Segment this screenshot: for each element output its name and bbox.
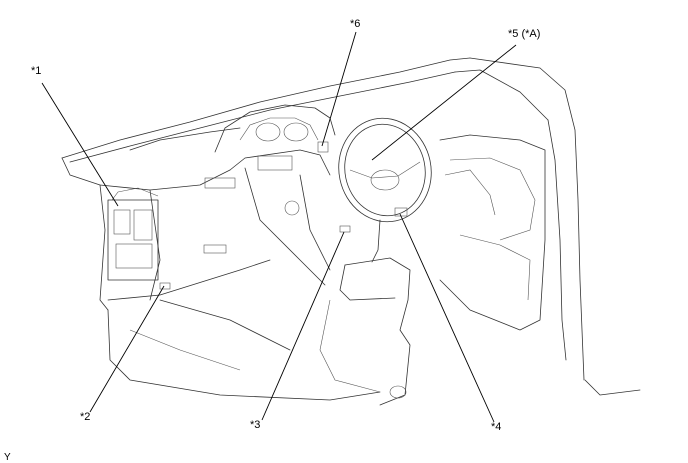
- callout-label-2: *2: [80, 411, 91, 423]
- callout-label-4: *4: [491, 421, 502, 433]
- callout-label-3: *3: [250, 419, 261, 431]
- corner-mark: Y: [4, 452, 11, 463]
- callout-label-5: *5 (*A): [508, 28, 541, 40]
- callout-label-1: *1: [31, 65, 42, 77]
- callout-label-6: *6: [350, 18, 361, 30]
